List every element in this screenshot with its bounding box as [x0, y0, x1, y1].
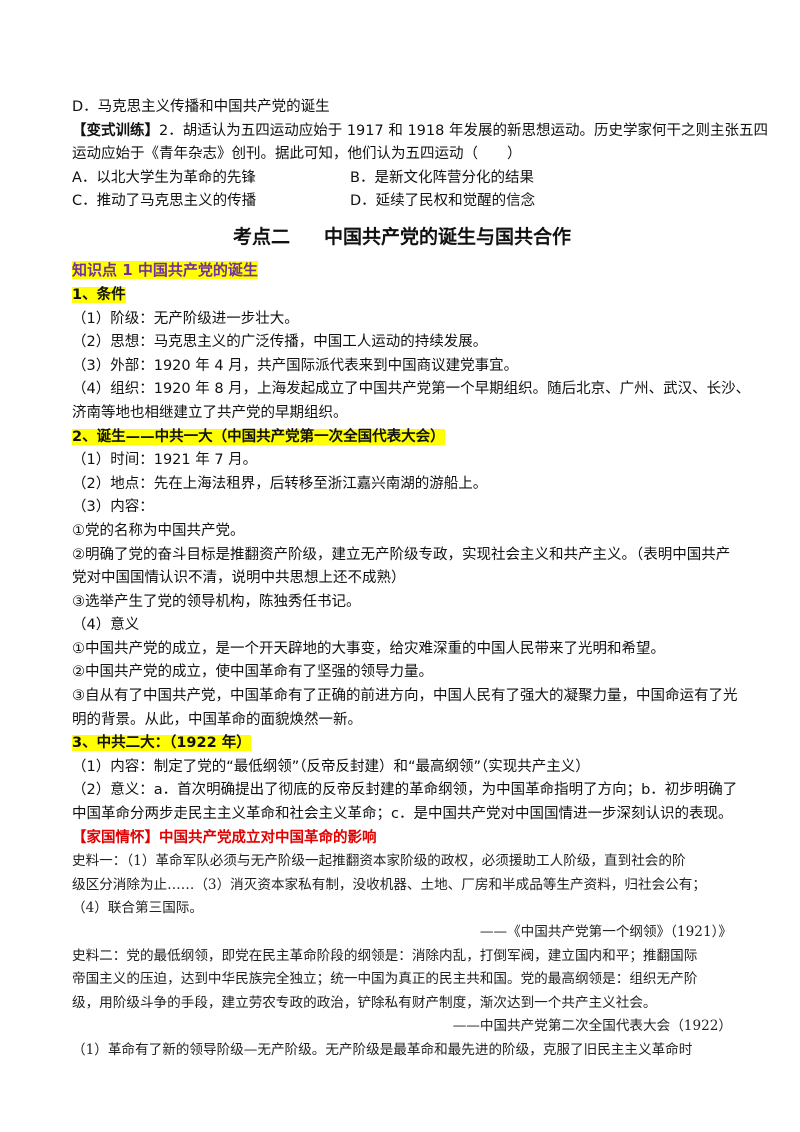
birth-item: （3）内容： [72, 499, 154, 516]
birth-item: 党对中国国情认识不清，说明中共思想上还不成熟） [72, 570, 406, 587]
condition-item: （2）思想：马克思主义的广泛传播，中国工人运动的持续发展。 [72, 334, 488, 351]
option-b: B．是新文化阵营分化的结果 [350, 169, 534, 186]
jiaguo-heading: 【家国情怀】中国共产党成立对中国革命的影响 [72, 829, 377, 846]
answer-line: （1）革命有了新的领导阶级—无产阶级。无产阶级是最革命和最先进的阶级，克服了旧民… [72, 1041, 693, 1058]
condition-item: （3）外部：1920 年 4 月，共产国际派代表来到中国商议建党事宜。 [72, 357, 519, 374]
birth-item: ③选举产生了党的领导机构，陈独秀任书记。 [72, 593, 361, 610]
birth-item: （2）地点：先在上海法租界，后转移至浙江嘉兴南湖的游船上。 [72, 475, 488, 492]
birth-item: （1）时间：1921 年 7 月。 [72, 452, 258, 469]
second-congress-item: （1）内容：制定了党的“最低纲领”（反帝反封建）和“最高纲领”（实现共产主义） [72, 758, 590, 775]
section-title-text: 中国共产党的诞生与国共合作 [324, 225, 572, 248]
birth-item: ②明确了党的奋斗目标是推翻资产阶级，建立无产阶级专政，实现社会主义和共产主义。（… [72, 546, 731, 563]
source-one-citation: ——《中国共产党第一个纲领》（1921）》 [479, 924, 732, 940]
birth-item: ①中国共产党的成立，是一个开天辟地的大事变，给灾难深重的中国人民带来了光明和希望… [72, 640, 665, 657]
birth-heading: 2、诞生——中共一大（中国共产党第一次全国代表大会） [72, 428, 445, 445]
birth-item: ①党的名称为中国共产党。 [72, 522, 245, 539]
option-c: C．推动了马克思主义的传播 [72, 193, 257, 210]
birth-item: 明的背景。从此，中国革命的面貌焕然一新。 [72, 711, 362, 728]
condition-item: 济南等地也相继建立了共产党的早期组织。 [72, 404, 348, 421]
source-two-line: 帝国主义的压迫，达到中华民族完全独立；统一中国为真正的民主共和国。党的最高纲领是… [72, 971, 698, 988]
source-one-line: （4）联合第三国际。 [72, 900, 203, 917]
condition-item: （1）阶级：无产阶级进一步壮大。 [72, 310, 299, 327]
variant-question-line2: 运动应始于《青年杂志》创刊。据此可知，他们认为五四运动（ ） [72, 146, 522, 163]
source-two-citation: ——中国共产党第二次全国代表大会（1922） [452, 1018, 732, 1035]
source-one-line: 级区分消除为止……（3）消灭资本家私有制，没收机器、土地、厂房和半成品等生产资料… [72, 876, 706, 893]
birth-item: ②中国共产党的成立，使中国革命有了坚强的领导力量。 [72, 664, 433, 681]
variant-training-tag: 【变式训练】 [72, 122, 159, 139]
second-congress-item: （2）意义：a．首次明确提出了彻底的反帝反封建的革命纲领，为中国革命指明了方向；… [72, 782, 738, 799]
variant-question-line1: 【变式训练】2．胡适认为五四运动应始于 1917 和 1918 年发展的新思想运… [72, 122, 768, 139]
second-congress-heading: 3、中共二大：（1922 年） [72, 735, 251, 752]
section-title: 考点二 中国共产党的诞生与国共合作 [72, 222, 732, 252]
option-d-previous: D．马克思主义传播和中国共产党的诞生 [72, 99, 330, 115]
source-two-line: 史料二：党的最低纲领，即党在民主革命阶段的纲领是：消除内乱，打倒军阀，建立国内和… [72, 947, 698, 964]
options-row-1: A．以北大学生为革命的先锋 B．是新文化阵营分化的结果 [72, 167, 732, 191]
section-title-number: 考点二 [232, 225, 290, 248]
birth-item: ③自从有了中国共产党，中国革命有了正确的前进方向，中国人民有了强大的凝聚力量，中… [72, 688, 738, 705]
source-one-line: 史料一：（1）革命军队必须与无产阶级一起推翻资本家阶级的政权，必须援助工人阶级，… [72, 853, 686, 870]
condition-item: （4）组织：1920 年 8 月，上海发起成立了中国共产党第一个早期组织。随后北… [72, 381, 751, 398]
conditions-heading: 1、条件 [72, 286, 126, 303]
option-a: A．以北大学生为革命的先锋 [72, 169, 256, 186]
option-d: D．延续了民权和觉醒的信念 [350, 193, 536, 210]
source-two-line: 级，用阶级斗争的手段，建立劳农专政的政治，铲除私有财产制度，渐次达到一个共产主义… [72, 994, 657, 1011]
document-page: D．马克思主义传播和中国共产党的诞生 【变式训练】2．胡适认为五四运动应始于 1… [72, 96, 768, 1063]
options-row-2: C．推动了马克思主义的传播 D．延续了民权和觉醒的信念 [72, 190, 732, 214]
second-congress-item: 中国革命分两步走民主主义革命和社会主义革命；c．是中国共产党对中国国情进一步深刻… [72, 806, 733, 823]
knowledge-point-heading: 知识点 1 中国共产党的诞生 [72, 260, 258, 279]
birth-item: （4）意义 [72, 617, 140, 634]
